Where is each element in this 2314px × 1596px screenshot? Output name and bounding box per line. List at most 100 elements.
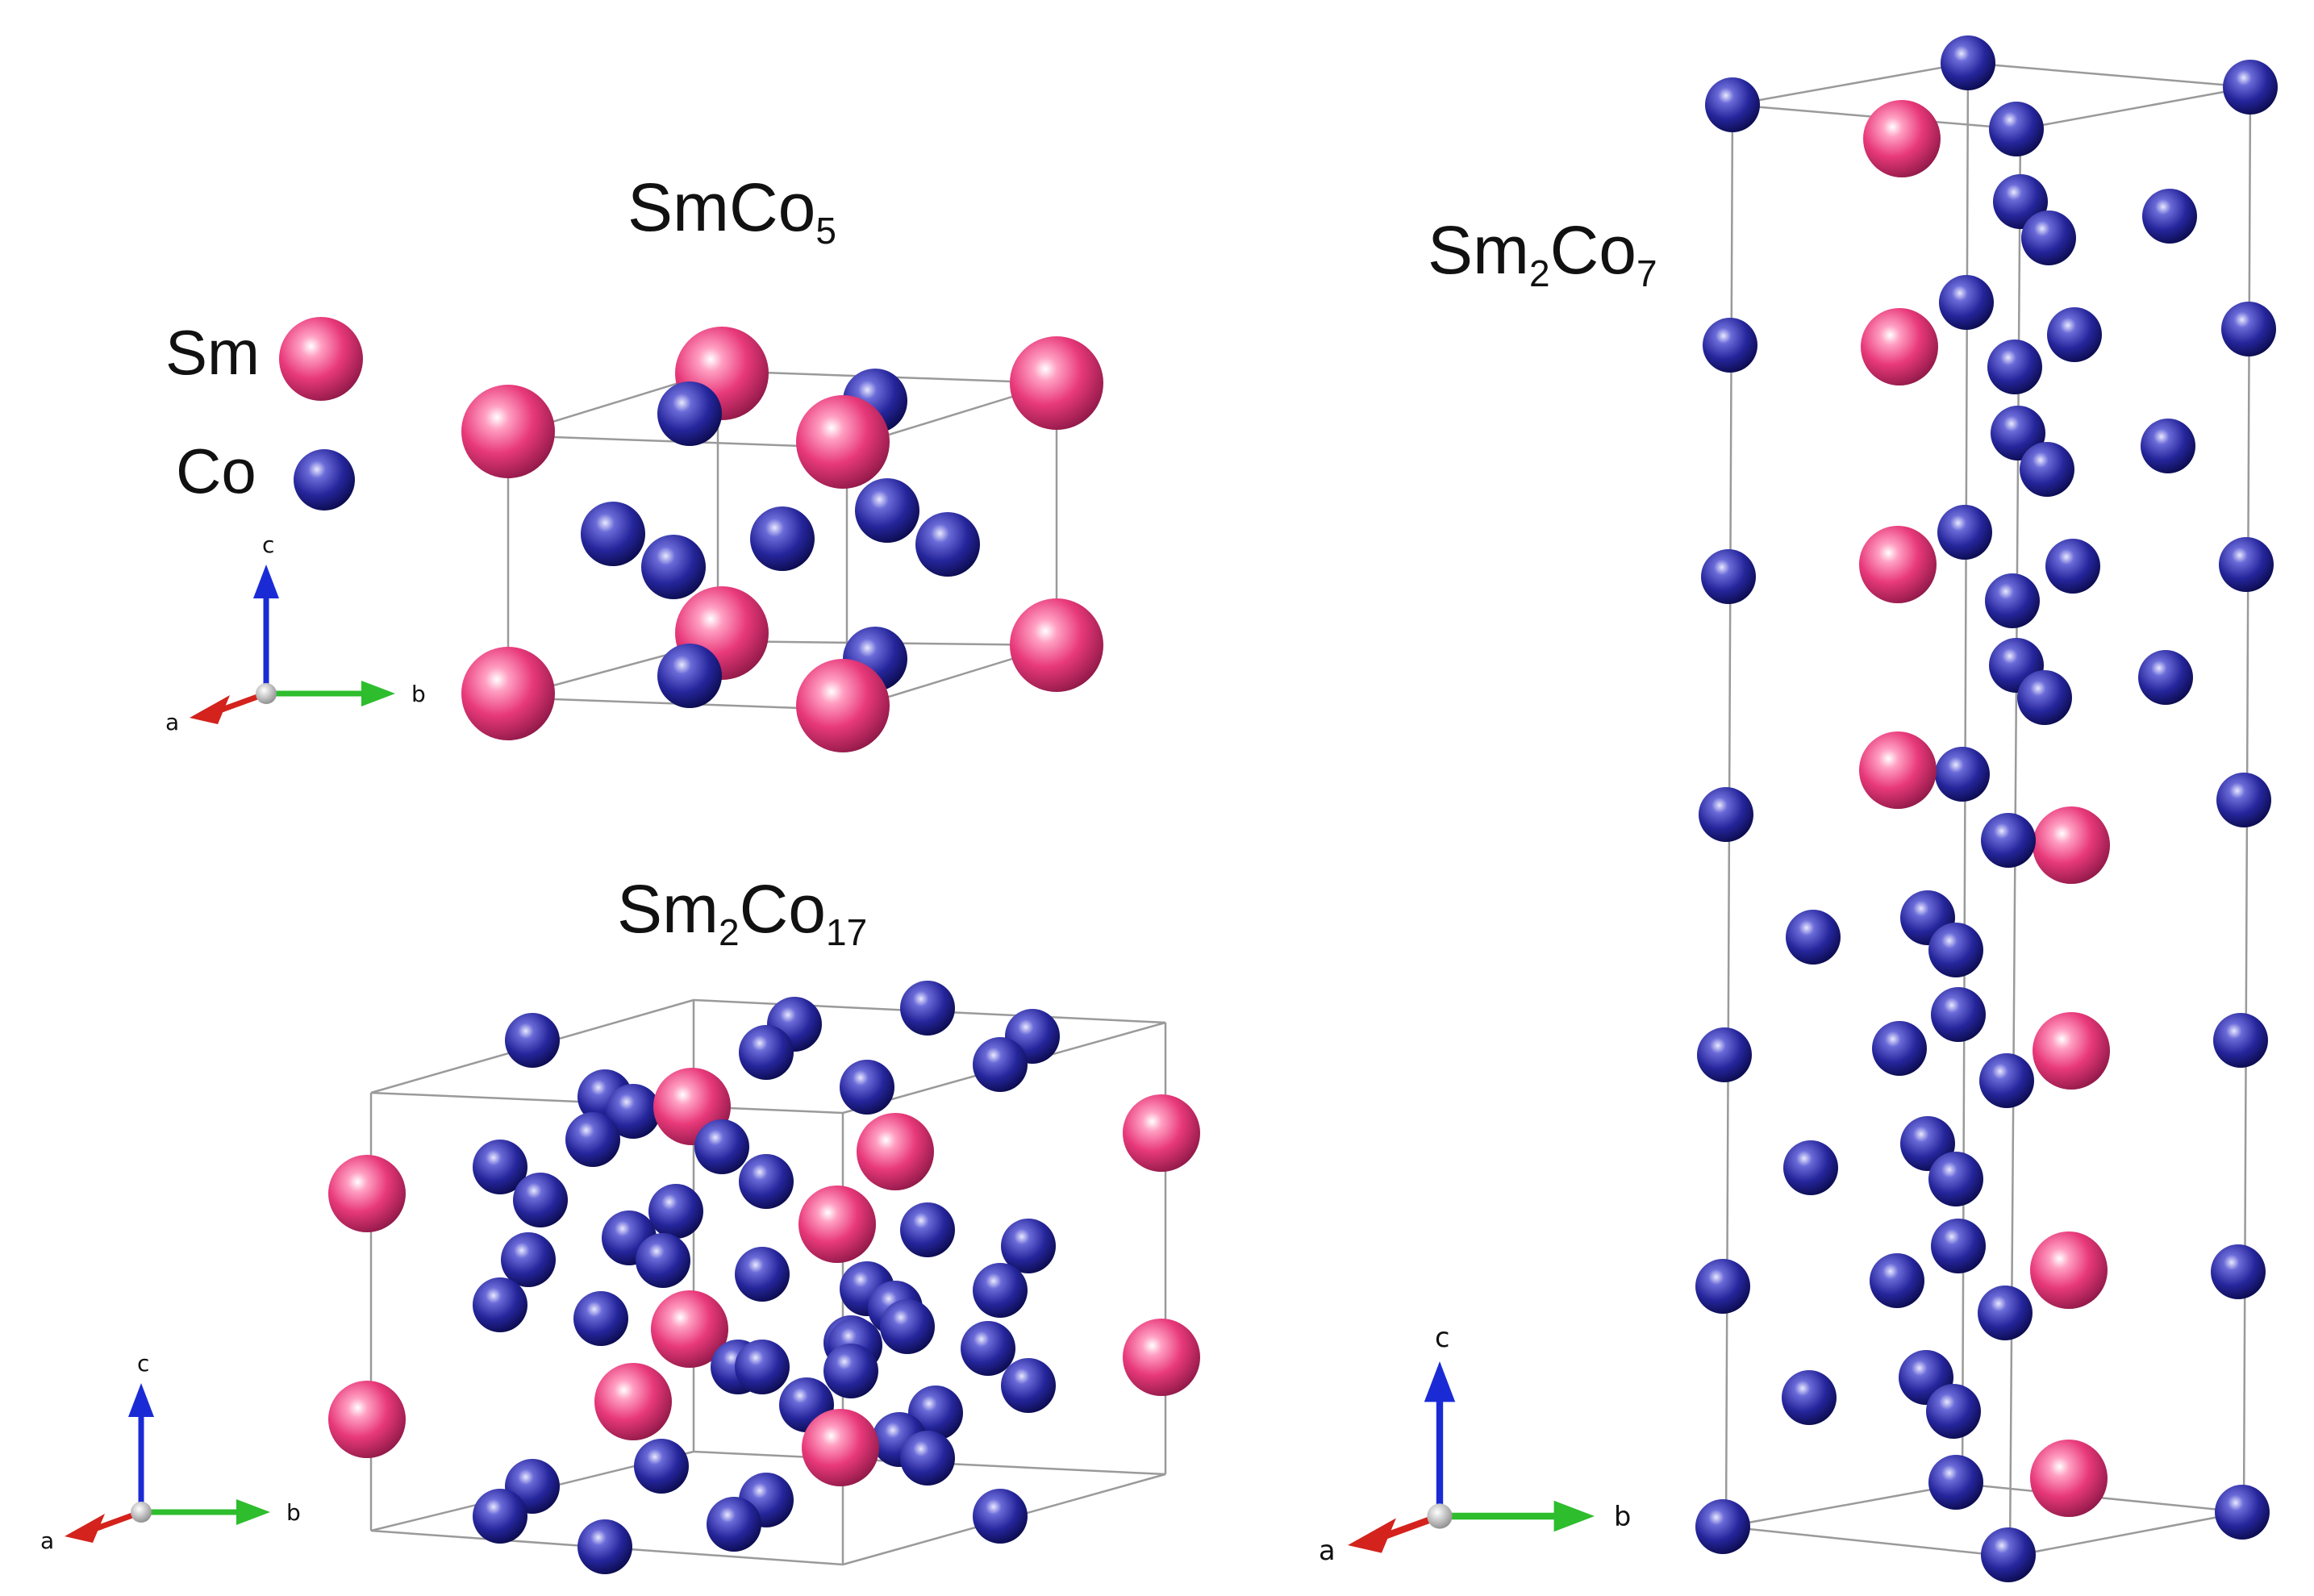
co-atom <box>2020 442 2074 497</box>
co-atom <box>473 1140 527 1194</box>
co-atom <box>1705 77 1760 132</box>
co-atom <box>1981 813 2036 868</box>
sm2co7-cell-edge <box>1962 1482 2245 1514</box>
co-atom <box>657 381 722 446</box>
sm-atom <box>1123 1094 1200 1172</box>
co-atom <box>1001 1219 1056 1273</box>
co-atom <box>1978 1286 2033 1340</box>
co-atom <box>505 1013 560 1068</box>
co-atom <box>1697 1027 1752 1082</box>
co-atom <box>1786 910 1841 965</box>
axis-origin <box>131 1502 152 1523</box>
co-atom <box>1939 275 1994 330</box>
co-atom <box>573 1291 628 1346</box>
axis-c-arrowhead <box>253 565 279 598</box>
co-atom <box>2142 189 2197 244</box>
sm-atom <box>461 647 555 740</box>
co-atom <box>565 1112 620 1167</box>
legend-co-atom <box>294 449 355 510</box>
axis-b-arrowhead <box>361 681 395 706</box>
co-atom <box>1699 787 1753 842</box>
co-atom <box>636 1233 690 1288</box>
co-atom <box>1931 1219 1986 1273</box>
sm-atom <box>802 1409 879 1486</box>
formula-part: Sm <box>627 169 729 245</box>
sm-atom <box>1861 308 1938 385</box>
co-atom <box>900 1202 955 1257</box>
co-atom <box>2017 670 2072 725</box>
legend-label-co: Co <box>176 435 256 506</box>
formula-part: Co <box>739 871 826 947</box>
co-atom <box>1981 1527 2036 1582</box>
axis-a-label: a <box>1319 1535 1336 1566</box>
sm-atom <box>2033 806 2110 884</box>
axis-c-label: c <box>262 531 274 558</box>
co-atom <box>735 1247 790 1302</box>
axis-c-arrowhead <box>1424 1361 1456 1402</box>
axis-a-label: a <box>165 709 179 735</box>
co-atom <box>1937 505 1992 560</box>
formula-sub: 5 <box>815 210 836 252</box>
formula-sub: 2 <box>719 911 740 954</box>
co-atom <box>1979 1053 2034 1108</box>
sm-atom <box>796 395 890 489</box>
atoms-layer <box>279 35 2278 1582</box>
sm2co7-cell-edge <box>2020 85 2251 131</box>
axis-a-arrowhead <box>65 1514 105 1543</box>
co-atom <box>1928 923 1983 977</box>
axis-origin <box>1427 1503 1453 1529</box>
co-atom <box>739 1025 794 1080</box>
co-atom <box>473 1489 527 1544</box>
co-atom <box>1987 340 2042 394</box>
axis-a-arrowhead <box>1348 1518 1396 1553</box>
co-atom <box>581 502 645 566</box>
formula-part: Co <box>1549 212 1636 288</box>
co-atom <box>641 535 706 599</box>
sm-atom <box>796 659 890 752</box>
sm2co7-cell-edge <box>1725 1525 2011 1558</box>
sm-atom <box>2030 1231 2108 1309</box>
formula-part: Co <box>729 169 816 245</box>
co-atom <box>707 1497 761 1552</box>
title-smco5: SmCo5 <box>627 173 836 249</box>
co-atom <box>657 644 722 708</box>
formula-sub: 2 <box>1529 252 1550 295</box>
co-atom <box>694 1119 749 1174</box>
sm2co7-cell-edge <box>1732 61 1969 106</box>
co-atom <box>1941 35 1995 90</box>
co-atom <box>2216 773 2271 827</box>
sm2co7-cell-edge <box>1725 1482 1963 1528</box>
co-atom <box>577 1519 632 1574</box>
co-atom <box>1872 1021 1927 1076</box>
co-atom <box>1703 318 1757 373</box>
sm-atom <box>594 1363 672 1440</box>
co-atom <box>973 1263 1028 1318</box>
co-atom <box>2141 419 2195 473</box>
co-atom <box>2221 302 2276 356</box>
co-atom <box>2223 60 2278 115</box>
co-atom <box>1695 1259 1750 1314</box>
co-atom <box>973 1037 1028 1092</box>
sm-atom <box>857 1113 934 1190</box>
formula-part: Sm <box>617 871 719 947</box>
sm-atom <box>328 1155 406 1232</box>
co-atom <box>2213 1013 2268 1068</box>
co-atom <box>634 1439 689 1494</box>
co-atom <box>2021 210 2076 265</box>
co-atom <box>855 478 919 543</box>
legend-sm-atom <box>279 317 363 401</box>
co-atom <box>2211 1244 2266 1299</box>
co-atom <box>1695 1499 1750 1554</box>
co-atom <box>1870 1253 1924 1308</box>
axis-c-label: c <box>137 1350 149 1377</box>
axis-b-arrowhead <box>236 1499 270 1525</box>
axis-b-label: b <box>286 1499 301 1526</box>
legend-label-sm: Sm <box>165 317 260 388</box>
co-atom <box>473 1277 527 1332</box>
co-atom <box>501 1232 556 1287</box>
sm2co7-cell-edge <box>1967 61 2251 89</box>
co-atom <box>750 506 815 571</box>
sm-atom <box>461 385 555 478</box>
co-atom <box>1783 1140 1838 1195</box>
